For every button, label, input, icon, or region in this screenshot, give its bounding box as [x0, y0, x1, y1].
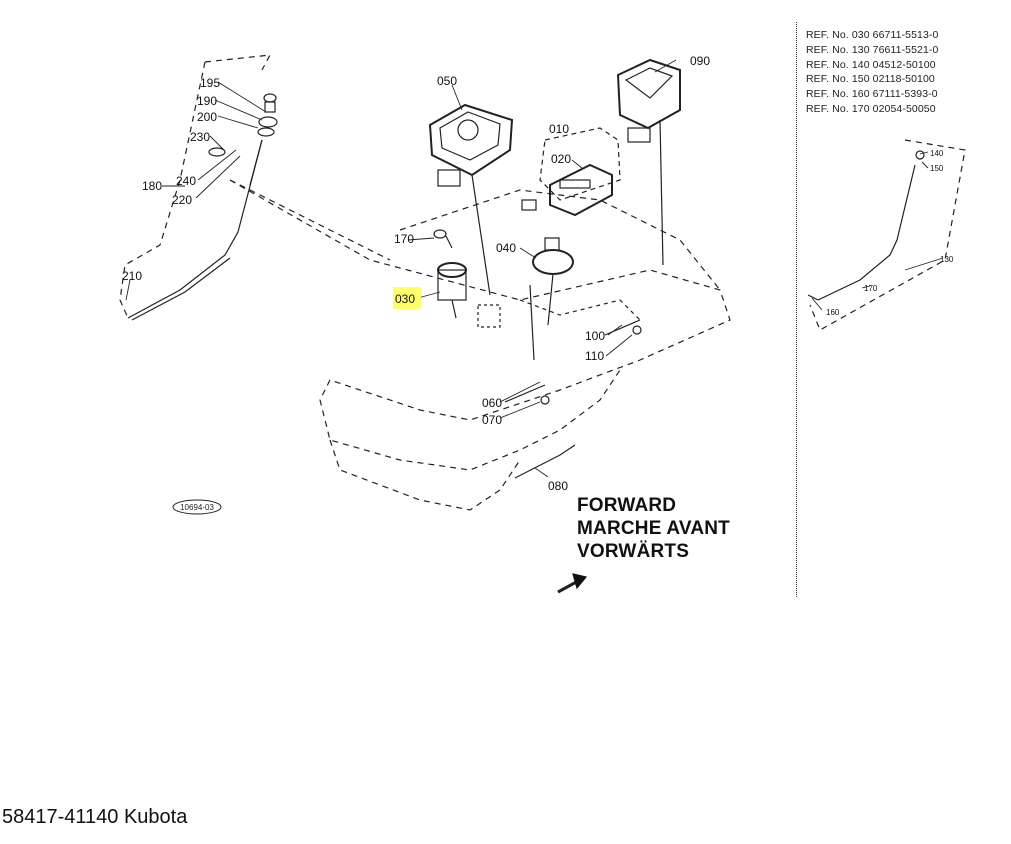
tray-outline — [519, 299, 641, 321]
side-callout-170: 170 — [864, 284, 878, 293]
direction-label-block: FORWARD MARCHE AVANT VORWÄRTS — [577, 494, 730, 563]
meter-cluster-050 — [428, 103, 514, 296]
callout-010: 010 — [549, 122, 569, 136]
highlight-030 — [393, 287, 421, 309]
throttle-cable-inner — [131, 257, 231, 321]
callout-200: 200 — [197, 110, 217, 124]
side-callout-140: 140 — [930, 149, 944, 158]
side-callout-130: 130 — [940, 255, 954, 264]
ref-line: REF. No. 150 02118-50100 — [806, 73, 935, 86]
direction-label-fr: MARCHE AVANT — [577, 518, 730, 539]
callout-080: 080 — [548, 479, 568, 493]
side-callout-160: 160 — [826, 308, 840, 317]
bolt-060 — [504, 384, 546, 403]
side-knob-140 — [915, 150, 925, 160]
switch-box-outline — [539, 127, 621, 201]
callout-030: 030 — [395, 292, 415, 306]
ref-line: REF. No. 160 67111-5393-0 — [806, 88, 938, 101]
stamp: 10694-03 — [172, 499, 222, 515]
vertical-shaft — [529, 284, 535, 361]
cable-080 — [514, 444, 576, 479]
part-030 — [437, 262, 467, 319]
callout-060: 060 — [482, 396, 502, 410]
callout-100: 100 — [585, 329, 605, 343]
callout-050: 050 — [437, 74, 457, 88]
ref-line: REF. No. 130 76611-5521-0 — [806, 43, 939, 56]
ref-line: REF. No. 030 66711-5513-0 — [806, 29, 939, 41]
direction-label-de: VORWÄRTS — [577, 541, 690, 562]
left-rail-outline — [229, 179, 391, 261]
callout-220: 220 — [172, 193, 192, 207]
leader-lines — [125, 59, 944, 478]
callout-195: 195 — [200, 76, 220, 90]
callout-210: 210 — [122, 269, 142, 283]
key-170 — [433, 229, 453, 249]
section-divider — [796, 22, 797, 597]
throttle-knob — [257, 93, 278, 137]
callout-070: 070 — [482, 413, 502, 427]
left-cable-border — [204, 54, 272, 71]
ref-line: REF. No. 140 04512-50100 — [806, 58, 936, 71]
lamp-090 — [616, 58, 681, 266]
throttle-rod — [249, 139, 263, 186]
ref-line: REF. No. 170 02054-50050 — [806, 102, 936, 115]
cable-clip-230 — [208, 147, 226, 157]
dash-panel-outline — [229, 179, 731, 471]
key-switch-040 — [532, 237, 574, 326]
panel-lower-outline — [329, 439, 521, 511]
side-cable — [817, 164, 916, 301]
callout-230: 230 — [190, 130, 210, 144]
switch-020 — [521, 163, 613, 217]
nut-110 — [632, 325, 642, 335]
callout-190: 190 — [197, 94, 217, 108]
stamp-text: 10694-03 — [180, 503, 214, 512]
ref-number-list: REF. No. 030 66711-5513-0 REF. No. 130 7… — [806, 28, 938, 117]
side-diagram-outline — [809, 139, 966, 331]
direction-label-en: FORWARD — [577, 495, 677, 516]
callout-110: 110 — [585, 349, 604, 363]
mount-hole — [477, 304, 501, 328]
callout-020: 020 — [551, 152, 571, 166]
throttle-cable — [127, 139, 263, 319]
nut-070 — [540, 395, 550, 405]
side-bolt-160 — [807, 294, 819, 301]
callout-090: 090 — [690, 54, 710, 68]
side-callout-150: 150 — [930, 164, 944, 173]
left-cable-outline — [119, 61, 206, 319]
callout-170: 170 — [394, 232, 414, 246]
callout-180: 180 — [142, 179, 162, 193]
part-caption: 58417-41140 Kubota — [2, 806, 188, 828]
callout-040: 040 — [496, 241, 516, 255]
callout-240: 240 — [176, 174, 196, 188]
